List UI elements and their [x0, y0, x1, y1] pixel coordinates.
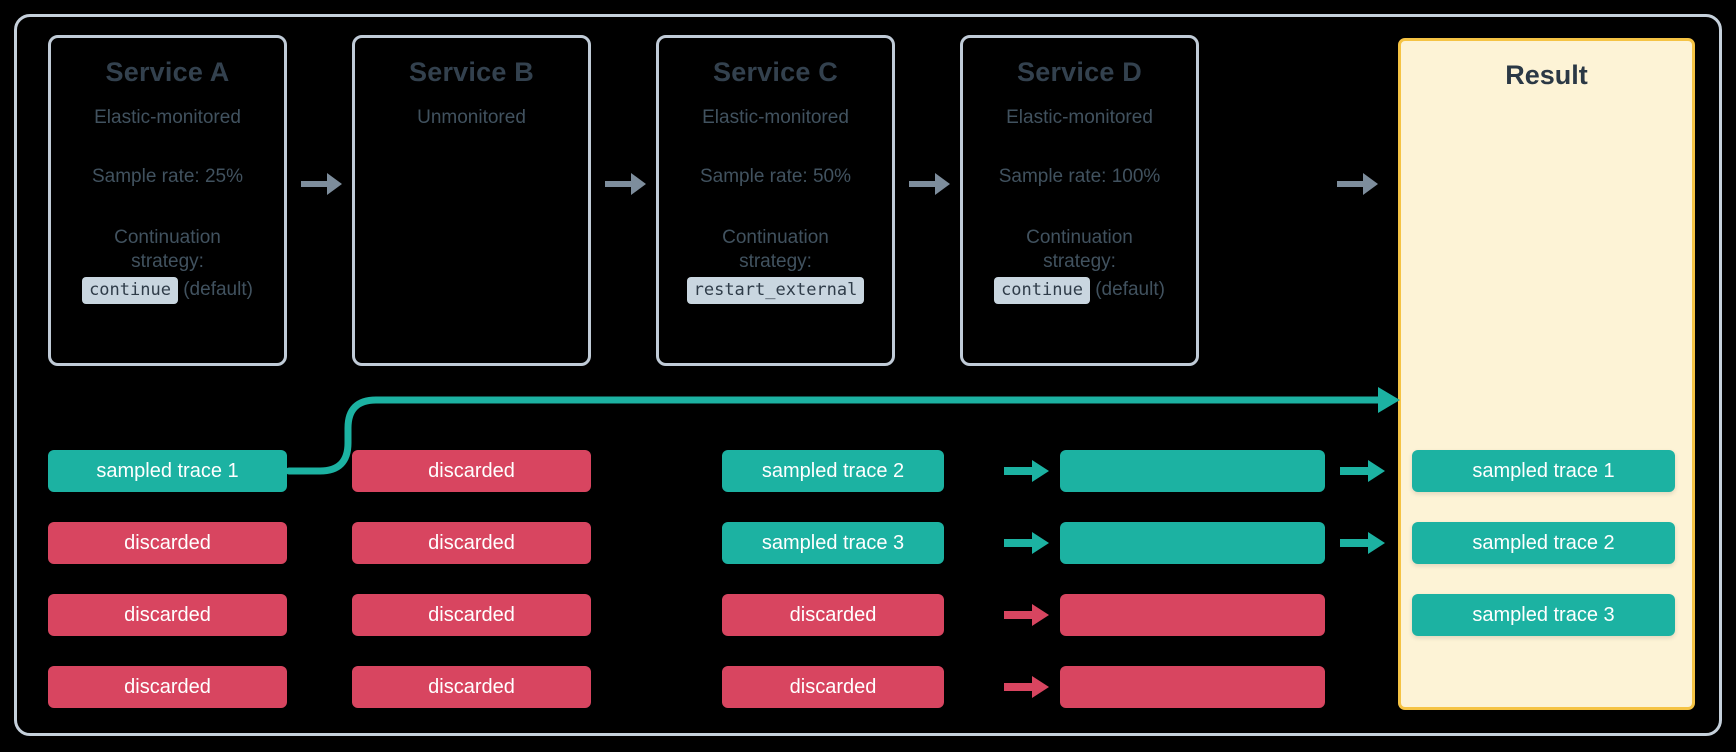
arrow-right-icon-d-to-result-2 — [1340, 530, 1386, 556]
arrow-right-icon-c-to-d — [909, 170, 951, 198]
trace-bar[interactable]: discarded — [352, 522, 591, 564]
arrow-right-icon-c-trace-1 — [1004, 458, 1050, 484]
trace-bar[interactable]: sampled trace 3 — [722, 522, 944, 564]
trace-bar[interactable]: discarded — [722, 594, 944, 636]
service-sample-rate: Sample rate: 25% — [91, 165, 244, 187]
arrow-right-icon-d-to-result-1 — [1340, 458, 1386, 484]
outer-panel — [14, 14, 1722, 736]
result-trace-bar[interactable]: sampled trace 3 — [1412, 594, 1675, 636]
service-monitoring-status: Elastic-monitored — [1006, 106, 1153, 128]
service-strategy-label: Continuation strategy: — [722, 226, 829, 273]
service-strategy-line: restart_external — [667, 276, 884, 304]
trace-bar[interactable]: sampled trace 2 — [722, 450, 944, 492]
service-title: Service D — [1017, 57, 1142, 87]
trace-bar[interactable] — [1060, 450, 1325, 492]
service-strategy-label: Continuation strategy: — [114, 226, 221, 273]
service-strategy-line: continue (default) — [59, 276, 276, 304]
trace-bar[interactable] — [1060, 522, 1325, 564]
trace-bar[interactable] — [1060, 666, 1325, 708]
service-title: Service A — [105, 57, 230, 87]
service-title: Service B — [409, 57, 534, 87]
trace-bar[interactable]: discarded — [352, 450, 591, 492]
arrow-right-icon-c-trace-2 — [1004, 530, 1050, 556]
service-box-a[interactable]: Service A Elastic-monitored Sample rate:… — [48, 35, 287, 366]
trace-bar[interactable]: discarded — [48, 594, 287, 636]
service-strategy-line: continue (default) — [971, 276, 1188, 304]
result-trace-bar[interactable]: sampled trace 1 — [1412, 450, 1675, 492]
strategy-default-note: (default) — [183, 278, 253, 300]
service-monitoring-status: Unmonitored — [417, 106, 526, 128]
arrow-right-icon-c-trace-4 — [1004, 674, 1050, 700]
arrow-right-icon-b-to-c — [605, 170, 647, 198]
trace-bar[interactable]: discarded — [48, 522, 287, 564]
service-box-b[interactable]: Service B Unmonitored — [352, 35, 591, 366]
trace-bar[interactable]: sampled trace 1 — [48, 450, 287, 492]
result-panel-title: Result — [1505, 60, 1588, 90]
arrow-right-icon-c-trace-3 — [1004, 602, 1050, 628]
arrow-right-icon-d-to-result — [1337, 170, 1379, 198]
trace-bar[interactable]: discarded — [48, 666, 287, 708]
service-sample-rate: Sample rate: 50% — [699, 165, 852, 187]
service-title: Service C — [713, 57, 838, 87]
trace-bar[interactable]: discarded — [352, 594, 591, 636]
service-box-c[interactable]: Service C Elastic-monitored Sample rate:… — [656, 35, 895, 366]
service-monitoring-status: Elastic-monitored — [702, 106, 849, 128]
strategy-value-badge: continue — [82, 276, 178, 304]
trace-bar[interactable] — [1060, 594, 1325, 636]
result-trace-bar[interactable]: sampled trace 2 — [1412, 522, 1675, 564]
strategy-default-note: (default) — [1095, 278, 1165, 300]
service-strategy-label: Continuation strategy: — [1026, 226, 1133, 273]
strategy-value-badge: restart_external — [686, 276, 865, 304]
service-box-d[interactable]: Service D Elastic-monitored Sample rate:… — [960, 35, 1199, 366]
trace-bar[interactable]: discarded — [352, 666, 591, 708]
arrow-right-icon-a-to-b — [301, 170, 343, 198]
strategy-value-badge: continue — [994, 276, 1090, 304]
service-sample-rate: Sample rate: 100% — [998, 165, 1161, 187]
service-monitoring-status: Elastic-monitored — [94, 106, 241, 128]
trace-bar[interactable]: discarded — [722, 666, 944, 708]
